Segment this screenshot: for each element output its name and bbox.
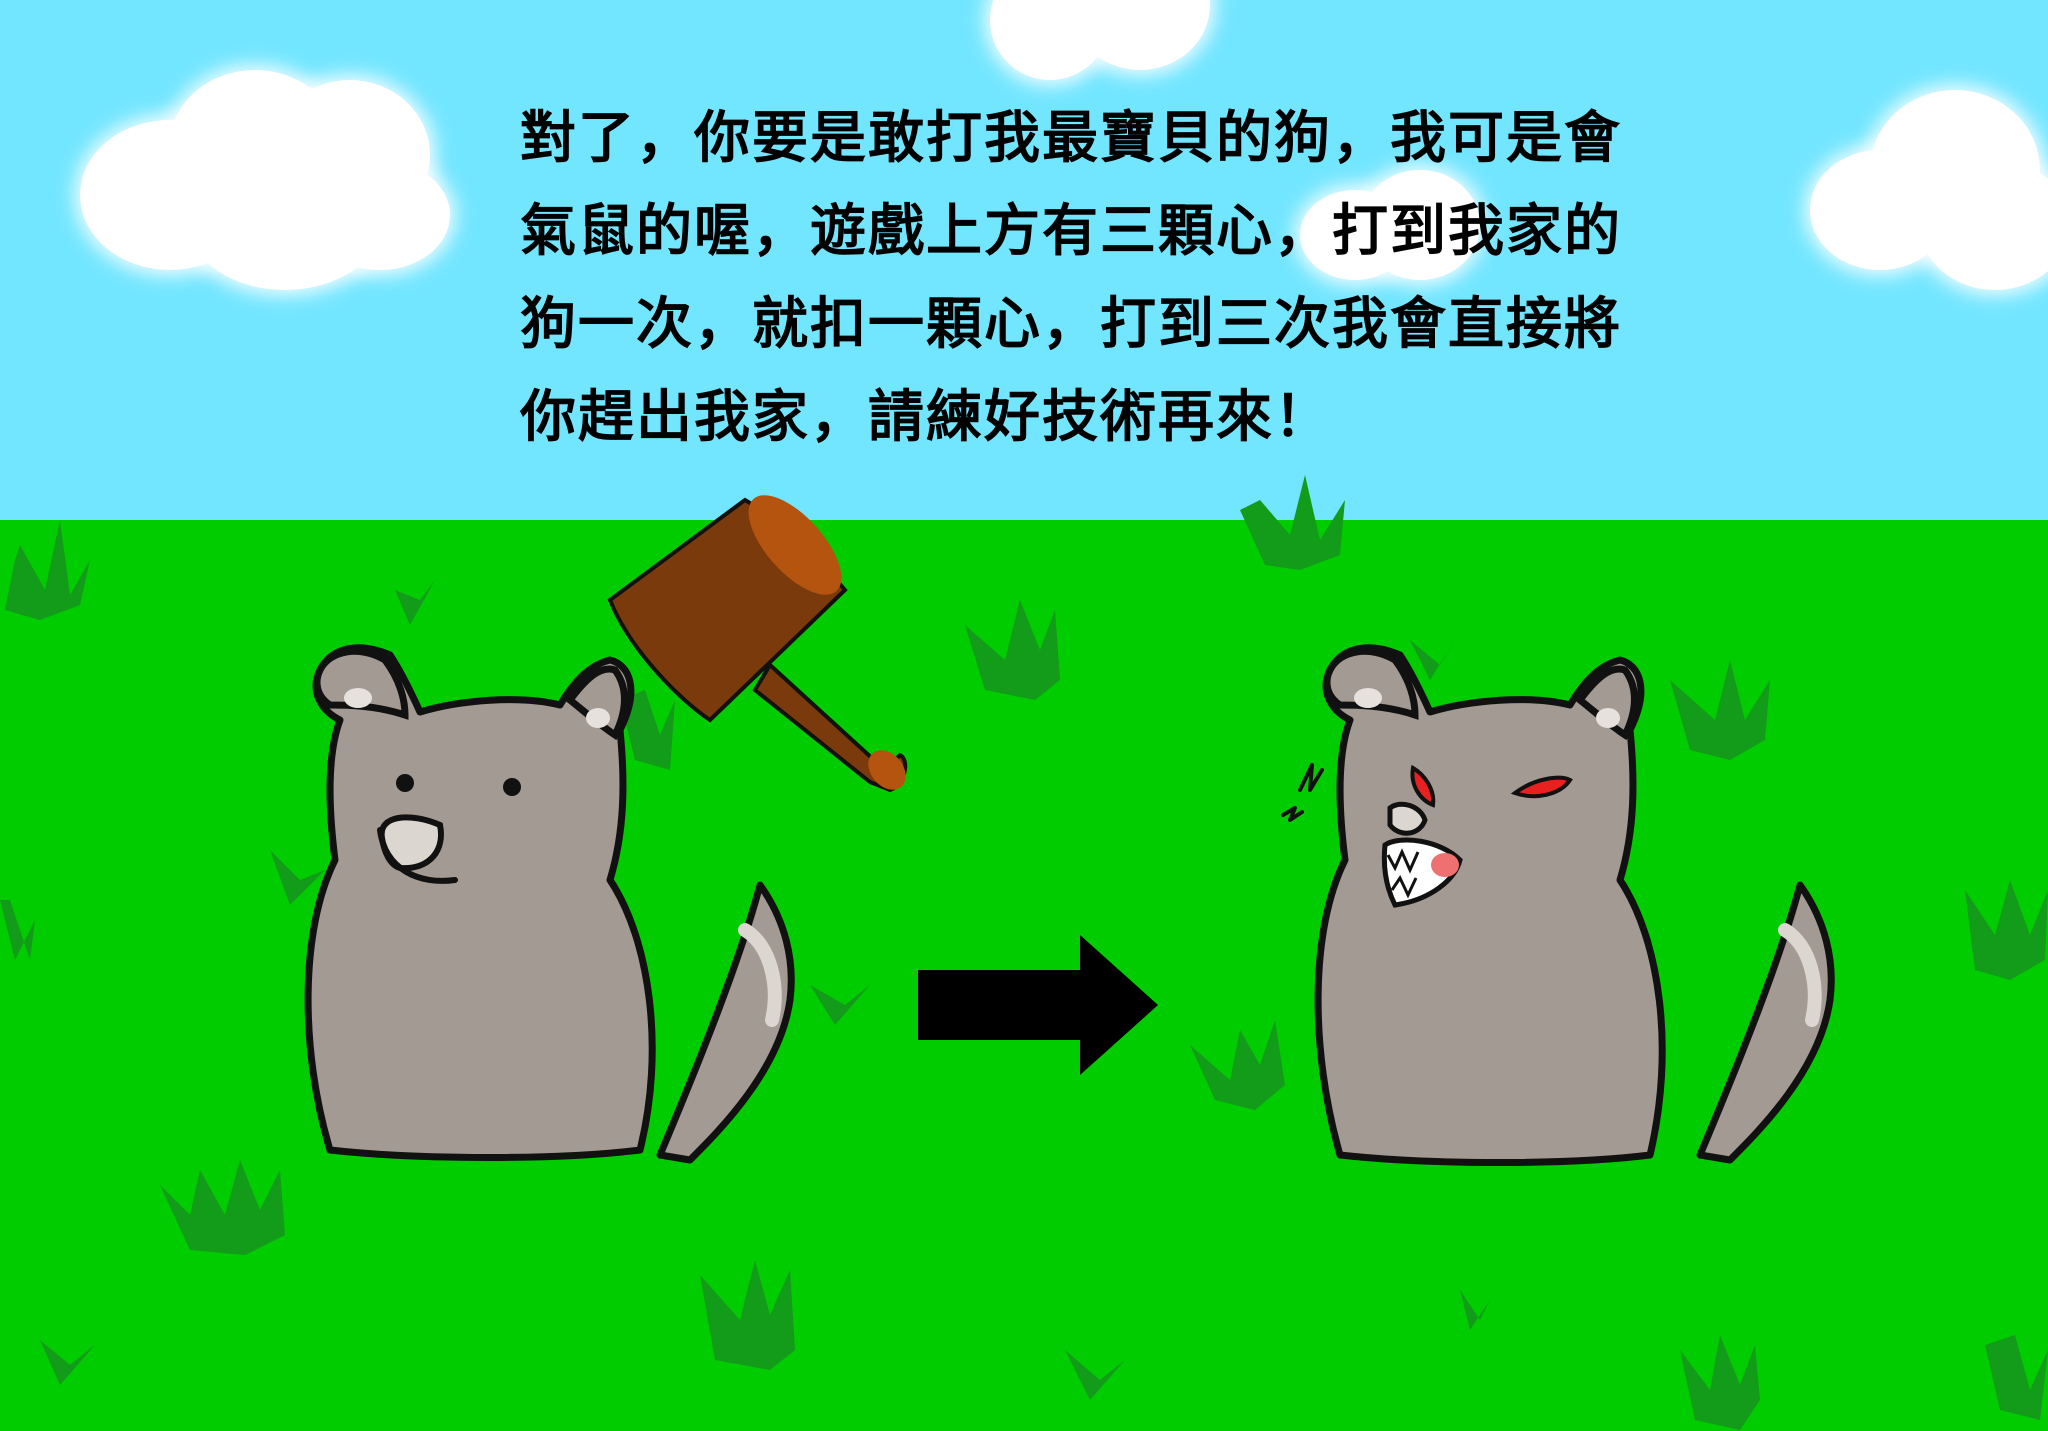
right-arrow-icon [918,935,1158,1075]
grass-tuft [1190,1020,1285,1110]
dog-eye [503,778,521,796]
story-line: 氣鼠的喔，遊戲上方有三顆心，打到我家的 [520,199,1622,264]
grass-tuft [700,1260,795,1370]
story-line: 對了，你要是敢打我最寶貝的狗，我可是會 [520,106,1622,171]
grass-tuft [1240,475,1345,570]
grass-tuft [1065,1350,1125,1400]
dog-snout [1387,801,1428,836]
cloud-top [990,0,1220,100]
cloud-left [60,50,460,300]
grass-tuft [395,580,435,625]
grass-tuft [965,600,1060,700]
dog-mouth [377,827,458,884]
mallet-icon [607,495,908,793]
grass-tuft [1670,660,1770,760]
grass-tuft [160,1160,285,1255]
angry-eye [1510,775,1573,799]
story-line: 狗一次，就扣一顆心，打到三次我會直接將 [520,292,1622,357]
story-line: 你趕出我家，請練好技術再來！ [520,385,1332,450]
dog-ear-left [1323,647,1419,720]
dog-ear-left [313,647,409,720]
dog-eye [396,774,414,792]
grass-tuft [810,985,870,1025]
grass-tuft [620,690,675,770]
dog-happy [304,644,795,1164]
cloud-right [1810,60,2048,290]
grass-tuft [1985,1335,2048,1420]
dog-body [1314,644,1666,1166]
dog-angry [1281,644,1835,1166]
cloud-middle [1290,150,1490,290]
angry-eye [1410,764,1436,808]
dog-body [304,644,656,1161]
grass-tuft [5,520,90,620]
grass-tuft [1410,640,1455,680]
dog-teeth [1386,848,1420,899]
angry-zigzag-icon [1281,763,1324,822]
grass-tuft [1460,1290,1490,1330]
grass-tuft [1965,880,2048,980]
grass-tufts [0,475,2048,1430]
story-text: 對了，你要是敢打我最寶貝的狗，我可是會 氣鼠的喔，遊戲上方有三顆心，打到我家的 … [520,92,1650,464]
grass-tuft [0,900,35,960]
grass-tuft [1680,1335,1760,1430]
grass-tuft [270,850,325,905]
grass-tuft [40,1340,95,1385]
